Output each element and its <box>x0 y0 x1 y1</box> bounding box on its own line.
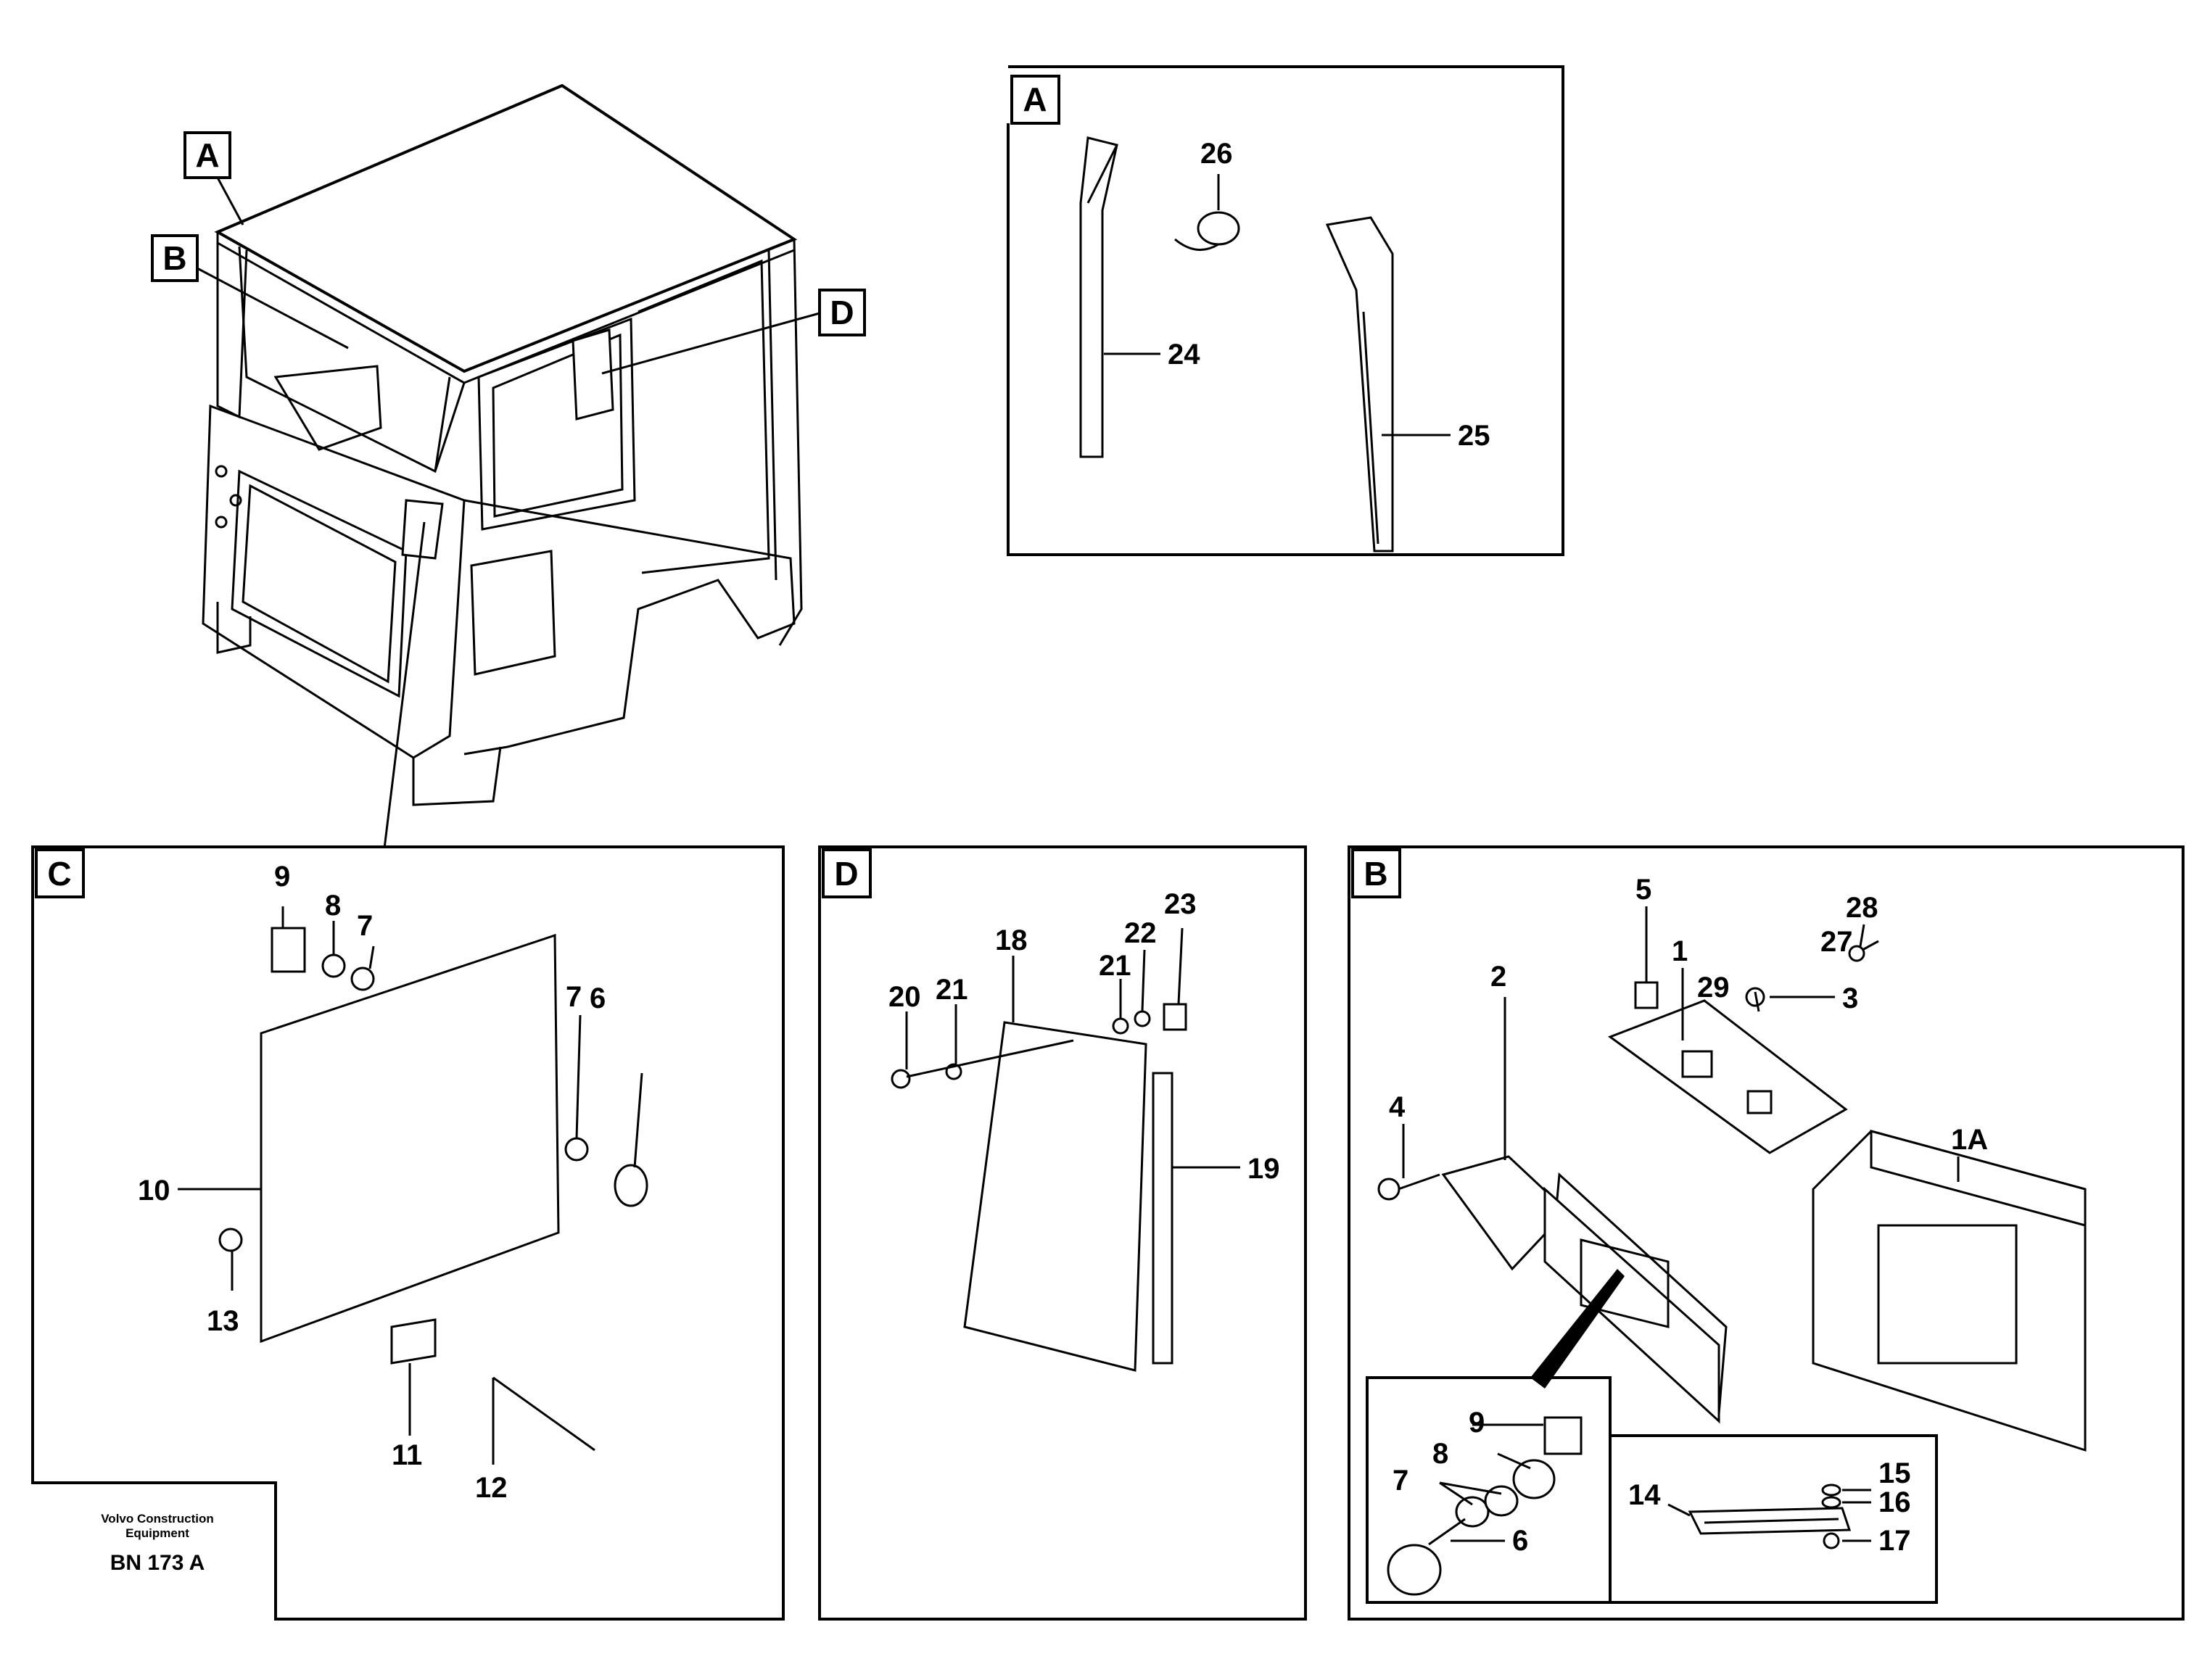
part-label: 10 <box>138 1175 170 1207</box>
part-label: 1 <box>1672 935 1688 967</box>
footer-line-2: Equipment <box>125 1526 189 1540</box>
part-label: 7 <box>357 910 373 942</box>
callout-d-label: D <box>830 294 854 331</box>
part-label: 29 <box>1697 972 1730 1004</box>
part-label: 14 <box>1628 1479 1661 1511</box>
part-label: 19 <box>1247 1153 1280 1185</box>
inset-strip-detail: 14 15 16 17 <box>1610 1434 1938 1604</box>
part-label: 7 <box>566 981 582 1013</box>
cab-overview-drawing <box>202 83 803 849</box>
detail-panel-b: B 1 1A 2 3 <box>1348 845 2185 1621</box>
panel-c-title: C <box>47 855 71 893</box>
detail-panel-c: C 6 7 7 8 9 10 11 12 13 Volvo Constructi… <box>31 845 785 1621</box>
part-label: 1A <box>1951 1124 1988 1156</box>
part-label: 4 <box>1389 1091 1406 1123</box>
footer-line-1: Volvo Construction <box>101 1512 214 1526</box>
part-label: 6 <box>1512 1525 1528 1557</box>
panel-a-title: A <box>1023 80 1047 118</box>
part-label: 22 <box>1124 917 1157 949</box>
part-label: 11 <box>392 1439 422 1471</box>
part-label: 26 <box>1200 138 1233 170</box>
part-label: 24 <box>1168 339 1200 371</box>
part-label: 25 <box>1458 420 1490 452</box>
part-label: 15 <box>1878 1457 1911 1489</box>
part-label: 21 <box>936 974 968 1006</box>
part-label: 21 <box>1099 950 1131 982</box>
part-label: 23 <box>1164 888 1197 920</box>
part-label: 8 <box>1432 1438 1448 1470</box>
part-label: 18 <box>995 924 1028 956</box>
callout-a-label: A <box>195 136 219 174</box>
detail-panel-a: A 24 25 26 <box>1007 65 1564 556</box>
callout-b: B <box>151 234 349 349</box>
part-label: 28 <box>1846 892 1878 924</box>
part-label: 8 <box>325 890 341 922</box>
callout-b-label: B <box>162 239 186 277</box>
callout-d: D <box>601 289 866 375</box>
detail-panel-d: D 18 19 20 21 21 22 23 <box>818 845 1307 1621</box>
part-label: 27 <box>1820 926 1853 958</box>
panel-b-title: B <box>1364 855 1387 893</box>
part-label: 6 <box>590 982 606 1014</box>
part-label: 2 <box>1490 961 1506 993</box>
part-label: 7 <box>1393 1465 1408 1497</box>
part-label: 20 <box>888 981 921 1013</box>
part-label: 12 <box>475 1472 508 1504</box>
part-label: 9 <box>274 861 290 893</box>
part-label: 3 <box>1842 982 1858 1014</box>
part-label: 17 <box>1878 1525 1911 1557</box>
inset-lock-detail: 6 7 8 9 <box>1366 1376 1612 1604</box>
part-label: 13 <box>207 1305 239 1337</box>
part-label: 5 <box>1635 874 1651 906</box>
part-label: 16 <box>1878 1486 1911 1518</box>
footer-code: BN 173 A <box>110 1551 205 1575</box>
panel-d-title: D <box>834 855 858 893</box>
callout-a: A <box>183 131 244 225</box>
part-label: 9 <box>1469 1407 1485 1439</box>
